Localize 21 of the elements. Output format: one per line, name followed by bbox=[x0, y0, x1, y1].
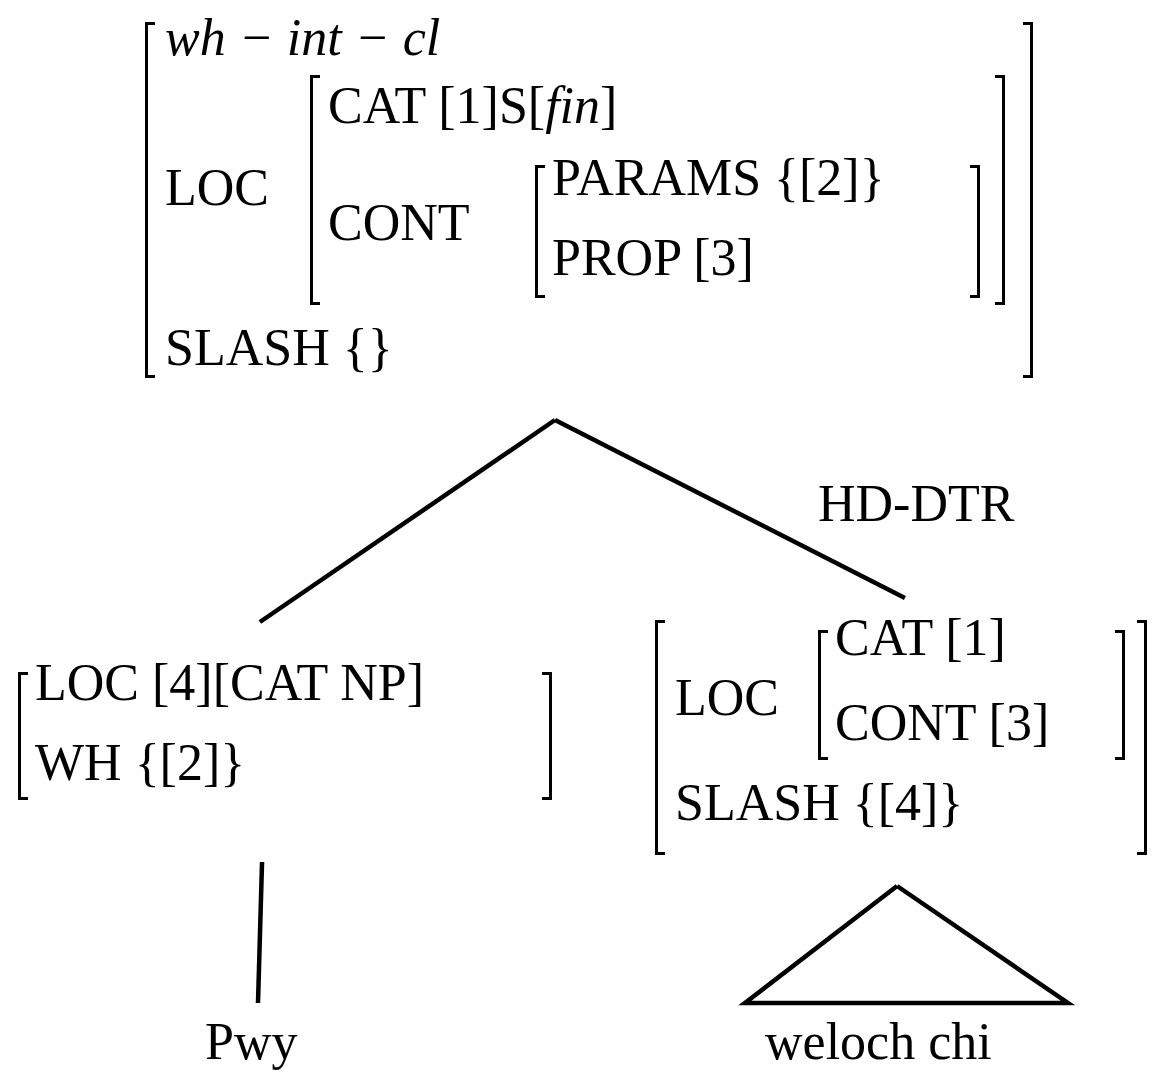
feature-text: SLASH {} bbox=[165, 322, 393, 374]
feature-text: LOC [4][CAT NP] bbox=[35, 657, 425, 709]
attribute-value-matrix bbox=[655, 620, 1147, 855]
attribute-value-matrix bbox=[310, 75, 1005, 305]
feature-text: LOC bbox=[675, 672, 779, 724]
feature-text: WH {[2]} bbox=[35, 737, 246, 789]
tree-branch bbox=[553, 418, 906, 600]
triangle-branch bbox=[738, 883, 1076, 1006]
tree-branch bbox=[258, 418, 557, 624]
feature-text: CONT [3] bbox=[835, 697, 1050, 749]
tree-branch bbox=[255, 861, 265, 1004]
feature-text: CAT [1] bbox=[835, 612, 1006, 664]
feature-text: CAT [1]S[fin] bbox=[328, 80, 618, 132]
feature-text: PROP [3] bbox=[552, 232, 754, 284]
feature-text: CONT bbox=[328, 197, 470, 249]
feature-text: SLASH {[4]} bbox=[675, 777, 964, 829]
feature-text: LOC bbox=[165, 162, 269, 214]
word-text: weloch chi bbox=[765, 1016, 992, 1068]
type-label: wh − int − cl bbox=[165, 12, 441, 64]
feature-text: PARAMS {[2]} bbox=[552, 152, 885, 204]
word-text: Pwy bbox=[205, 1016, 298, 1068]
